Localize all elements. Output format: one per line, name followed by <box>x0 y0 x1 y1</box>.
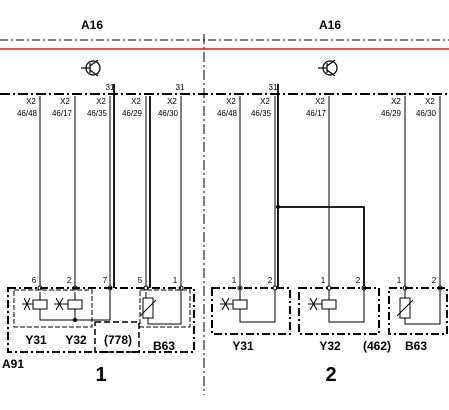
component-label-y32: Y32 <box>319 339 341 353</box>
svg-text:X2: X2 <box>260 97 270 106</box>
svg-text:1: 1 <box>173 276 178 285</box>
connector-label: X2 46/29 <box>381 97 402 118</box>
component-label-y32: Y32 <box>65 333 87 347</box>
svg-text:46/17: 46/17 <box>306 109 327 118</box>
transistor-ground-icon <box>318 59 338 77</box>
component-778-box <box>94 321 140 353</box>
svg-text:1: 1 <box>321 276 326 285</box>
svg-text:X2: X2 <box>60 97 70 106</box>
transistor-ground-icon <box>81 59 101 77</box>
svg-text:46/30: 46/30 <box>158 109 179 118</box>
junction-dot <box>73 318 77 322</box>
module-label-a91: A91 <box>2 357 24 371</box>
svg-text:7: 7 <box>103 276 108 285</box>
svg-text:2: 2 <box>67 276 72 285</box>
component-label-778: (778) <box>104 333 132 347</box>
solenoid-valve-icon <box>308 290 365 323</box>
svg-text:46/29: 46/29 <box>381 109 402 118</box>
sensor-b63-icon <box>139 290 182 325</box>
connector-label: X2 46/17 <box>306 97 327 118</box>
solenoid-valve-icon <box>22 292 75 321</box>
connector-label: X2 46/30 <box>416 97 437 118</box>
svg-text:46/35: 46/35 <box>87 109 108 118</box>
svg-text:X2: X2 <box>425 97 435 106</box>
svg-text:X2: X2 <box>167 97 177 106</box>
svg-text:X2: X2 <box>226 97 236 106</box>
connector-label: X2 46/48 <box>17 97 38 118</box>
connector-label: X2 46/29 <box>122 97 143 118</box>
solenoid-valve-icon <box>220 290 276 323</box>
svg-text:46/48: 46/48 <box>17 109 38 118</box>
ground-label: 31 <box>269 83 278 92</box>
component-b63-box <box>139 289 191 328</box>
terminal-pin-row: 1 2 1 2 1 2 <box>232 276 437 285</box>
component-y32-box <box>298 287 380 335</box>
svg-text:X2: X2 <box>96 97 106 106</box>
svg-text:X2: X2 <box>315 97 325 106</box>
svg-text:46/35: 46/35 <box>251 109 272 118</box>
svg-text:46/30: 46/30 <box>416 109 437 118</box>
ground-label: 31 <box>106 83 115 92</box>
svg-text:X2: X2 <box>26 97 36 106</box>
svg-text:2: 2 <box>432 276 437 285</box>
component-label-y31: Y31 <box>232 339 254 353</box>
svg-text:46/29: 46/29 <box>122 109 143 118</box>
sensor-b63-icon <box>396 290 441 325</box>
component-label-462: (462) <box>363 339 391 353</box>
ground-label: 31 <box>176 83 185 92</box>
svg-text:5: 5 <box>138 276 143 285</box>
wires-right <box>239 84 441 288</box>
svg-text:X2: X2 <box>391 97 401 106</box>
svg-text:1: 1 <box>397 276 402 285</box>
header-right-title: A16 <box>319 18 341 32</box>
section-number-1: 1 <box>95 364 106 386</box>
component-y31-box <box>211 287 291 335</box>
component-label-b63: B63 <box>405 339 427 353</box>
connector-label: X2 46/48 <box>217 97 238 118</box>
component-b63-box <box>388 287 448 335</box>
svg-text:6: 6 <box>32 276 37 285</box>
solenoid-valve-icon <box>54 290 111 321</box>
section-number-2: 2 <box>325 364 336 386</box>
svg-text:46/48: 46/48 <box>217 109 238 118</box>
svg-text:1: 1 <box>232 276 237 285</box>
component-label-y31: Y31 <box>25 333 47 347</box>
terminal-pin-row: 6 2 7 5 1 <box>32 276 178 285</box>
header-left-title: A16 <box>81 18 103 32</box>
connector-label: X2 46/35 <box>251 97 272 118</box>
junction-dot <box>276 205 280 209</box>
svg-text:46/17: 46/17 <box>52 109 73 118</box>
svg-text:X2: X2 <box>131 97 141 106</box>
component-label-b63: B63 <box>153 339 175 353</box>
svg-text:2: 2 <box>268 276 273 285</box>
svg-text:2: 2 <box>356 276 361 285</box>
connector-label: X2 46/17 <box>52 97 73 118</box>
wires-left <box>39 84 182 288</box>
connector-label: X2 46/30 <box>158 97 179 118</box>
component-y31-y32-box <box>13 289 93 328</box>
connector-label: X2 46/35 <box>87 97 108 118</box>
